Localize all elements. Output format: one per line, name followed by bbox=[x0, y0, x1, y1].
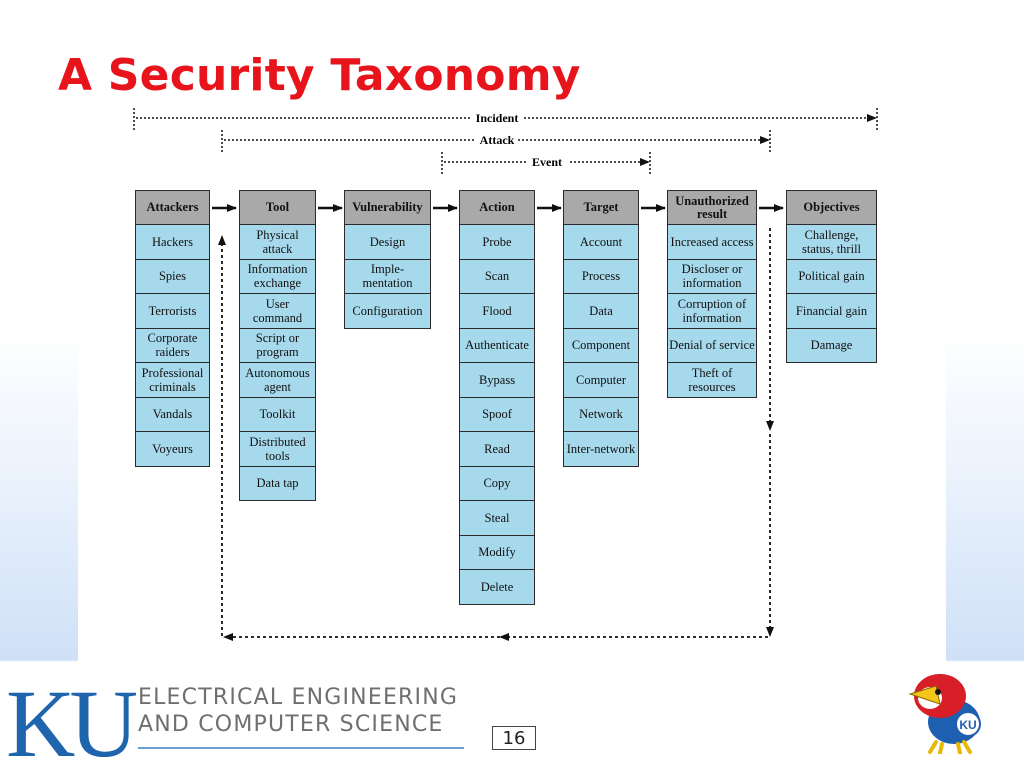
department-name: ELECTRICAL ENGINEERING AND COMPUTER SCIE… bbox=[138, 684, 458, 738]
list-item: Terrorists bbox=[135, 294, 210, 329]
list-item: Design bbox=[344, 225, 431, 260]
column-unauthorized-result: Unauthorized result Increased access Dis… bbox=[667, 190, 757, 398]
list-item: Authenticate bbox=[459, 328, 535, 363]
column-header: Action bbox=[459, 190, 535, 225]
list-item: Modify bbox=[459, 535, 535, 570]
incident-label: Incident bbox=[476, 111, 519, 125]
list-item: Corruption of information bbox=[667, 294, 757, 329]
list-item: Financial gain bbox=[786, 294, 877, 329]
list-item: Discloser or information bbox=[667, 259, 757, 294]
list-item: Delete bbox=[459, 570, 535, 605]
list-item: Configuration bbox=[344, 294, 431, 329]
list-item: Political gain bbox=[786, 259, 877, 294]
list-item: Component bbox=[563, 328, 639, 363]
column-header: Target bbox=[563, 190, 639, 225]
list-item: User command bbox=[239, 294, 316, 329]
list-item: Data tap bbox=[239, 466, 316, 501]
column-attackers: Attackers Hackers Spies Terrorists Corpo… bbox=[135, 190, 210, 467]
event-scope: Event bbox=[441, 152, 651, 174]
column-objectives: Objectives Challenge, status, thrill Pol… bbox=[786, 190, 877, 363]
list-item: Account bbox=[563, 225, 639, 260]
column-header: Objectives bbox=[786, 190, 877, 225]
column-vulnerability: Vulnerability Design Imple-mentation Con… bbox=[344, 190, 431, 329]
column-action: Action Probe Scan Flood Authenticate Byp… bbox=[459, 190, 535, 605]
list-item: Autonomous agent bbox=[239, 363, 316, 398]
list-item: Read bbox=[459, 432, 535, 467]
list-item: Computer bbox=[563, 363, 639, 398]
column-header: Unauthorized result bbox=[667, 190, 757, 225]
column-target: Target Account Process Data Component Co… bbox=[563, 190, 639, 467]
incident-scope: Incident bbox=[133, 108, 878, 130]
list-item: Imple-mentation bbox=[344, 259, 431, 294]
list-item: Steal bbox=[459, 501, 535, 536]
list-item: Spies bbox=[135, 259, 210, 294]
list-item: Spoof bbox=[459, 397, 535, 432]
ku-logo: KU bbox=[6, 678, 136, 764]
list-item: Scan bbox=[459, 259, 535, 294]
list-item: Inter-network bbox=[563, 432, 639, 467]
list-item: Distributed tools bbox=[239, 432, 316, 467]
footer-divider bbox=[138, 747, 464, 749]
column-header: Attackers bbox=[135, 190, 210, 225]
list-item: Toolkit bbox=[239, 397, 316, 432]
list-item: Network bbox=[563, 397, 639, 432]
feedback-loop bbox=[218, 228, 774, 641]
list-item: Process bbox=[563, 259, 639, 294]
attack-scope: Attack bbox=[221, 130, 771, 153]
column-header: Vulnerability bbox=[344, 190, 431, 225]
list-item: Denial of service bbox=[667, 328, 757, 363]
list-item: Voyeurs bbox=[135, 432, 210, 467]
column-header: Tool bbox=[239, 190, 316, 225]
list-item: Professional criminals bbox=[135, 363, 210, 398]
list-item: Bypass bbox=[459, 363, 535, 398]
list-item: Physical attack bbox=[239, 225, 316, 260]
list-item: Probe bbox=[459, 225, 535, 260]
list-item: Corporate raiders bbox=[135, 328, 210, 363]
list-item: Script or program bbox=[239, 328, 316, 363]
list-item: Data bbox=[563, 294, 639, 329]
column-tool: Tool Physical attack Information exchang… bbox=[239, 190, 316, 501]
list-item: Challenge, status, thrill bbox=[786, 225, 877, 260]
list-item: Copy bbox=[459, 466, 535, 501]
list-item: Damage bbox=[786, 328, 877, 363]
list-item: Increased access bbox=[667, 225, 757, 260]
list-item: Information exchange bbox=[239, 259, 316, 294]
list-item: Theft of resources bbox=[667, 363, 757, 398]
slide-title: A Security Taxonomy bbox=[58, 50, 581, 101]
list-item: Flood bbox=[459, 294, 535, 329]
department-line-1: ELECTRICAL ENGINEERING bbox=[138, 685, 459, 710]
mascot-badge-text: KU bbox=[959, 718, 976, 732]
page-number: 16 bbox=[492, 726, 536, 750]
list-item: Vandals bbox=[135, 397, 210, 432]
attack-label: Attack bbox=[480, 133, 515, 147]
list-item: Hackers bbox=[135, 225, 210, 260]
jayhawk-mascot-icon: KU bbox=[908, 674, 981, 754]
department-line-2: AND COMPUTER SCIENCE bbox=[138, 712, 444, 737]
ku-logo-text: KU bbox=[6, 678, 136, 764]
event-label: Event bbox=[532, 155, 562, 169]
